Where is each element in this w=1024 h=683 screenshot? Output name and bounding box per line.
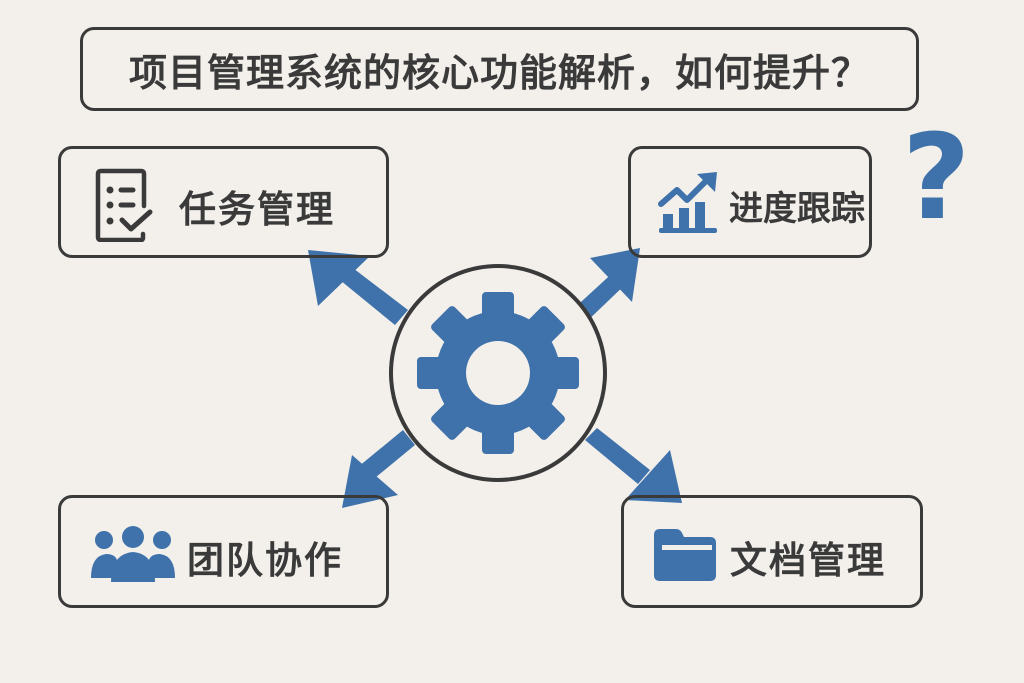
card-team-collaboration[interactable]: 团队协作 xyxy=(58,495,389,608)
page-title: 项目管理系统的核心功能解析，如何提升？ xyxy=(128,50,870,95)
card-label: 文档管理 xyxy=(730,539,886,582)
question-mark-icon: ? xyxy=(902,108,971,246)
title-box: 项目管理系统的核心功能解析，如何提升？ xyxy=(80,27,919,111)
team-icon xyxy=(91,526,175,582)
card-label: 进度跟踪 xyxy=(729,189,865,229)
arrow-down-left xyxy=(342,430,415,508)
growth-chart-icon xyxy=(658,172,717,233)
card-document-management[interactable]: 文档管理 xyxy=(621,495,923,608)
card-progress-tracking[interactable]: 进度跟踪 xyxy=(628,146,872,258)
folder-icon xyxy=(654,529,716,581)
card-label: 任务管理 xyxy=(179,188,335,231)
card-task-management[interactable]: 任务管理 xyxy=(58,146,389,258)
checklist-icon xyxy=(95,168,153,242)
arrow-up-left xyxy=(308,250,408,325)
gear-icon xyxy=(417,292,579,454)
card-label: 团队协作 xyxy=(187,539,343,582)
arrow-down-right xyxy=(585,428,682,503)
